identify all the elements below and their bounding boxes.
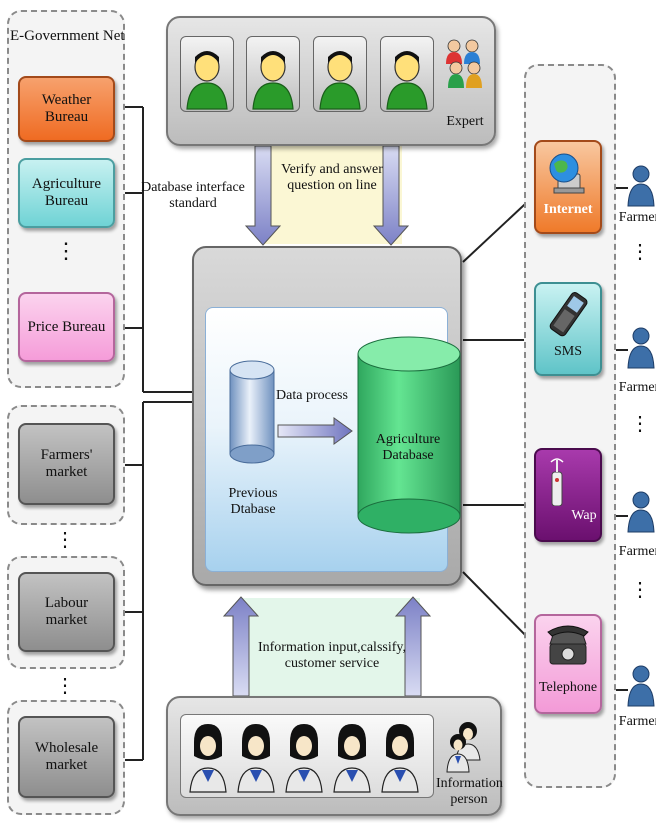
db-interface-label: Database interface standard — [141, 180, 245, 211]
expert-tile-4[interactable] — [380, 36, 434, 112]
farmer-icon-1 — [627, 165, 655, 207]
markets-ellipsis-2: ⋮ — [55, 675, 75, 697]
sms-label: SMS — [553, 344, 583, 359]
sms-channel[interactable]: SMS — [534, 282, 602, 376]
weather-bureau-node[interactable]: Weather Bureau — [18, 76, 115, 142]
mobile-phone-icon — [549, 292, 588, 337]
farmer-ellipsis-1: ⋮ — [630, 241, 650, 263]
agriculture-database-icon[interactable] — [356, 336, 462, 536]
info-person-label: Information person — [436, 776, 503, 807]
expert-person-icon — [386, 51, 428, 110]
verify-label: Verify and answer question on line — [281, 162, 383, 193]
expert-tile-1[interactable] — [180, 36, 234, 112]
labour-market-node[interactable]: Labour market — [18, 572, 115, 652]
info-person-group-icon — [446, 722, 481, 773]
expert-person-icon — [319, 51, 361, 110]
telephone-icon — [547, 625, 589, 665]
farmer-label-1: Farmer — [618, 210, 656, 225]
telephone-channel[interactable]: Telephone — [534, 614, 602, 714]
expert-person-icon — [252, 51, 294, 110]
expert-group-icon — [446, 39, 482, 88]
farmers-market-node[interactable]: Farmers' market — [18, 423, 115, 505]
expert-label: Expert — [446, 114, 484, 129]
price-bureau-node[interactable]: Price Bureau — [18, 292, 115, 362]
agriculture-database-label: Agriculture Database — [375, 432, 441, 463]
markets-ellipsis-1: ⋮ — [55, 529, 75, 551]
internet-label: Internet — [543, 202, 593, 217]
farmer-icon-2 — [627, 327, 655, 369]
previous-database-label: Previous Dtabase — [228, 486, 278, 517]
farmer-ellipsis-3: ⋮ — [630, 579, 650, 601]
wap-antenna-icon — [550, 458, 564, 506]
previous-database-icon[interactable] — [228, 360, 276, 464]
wap-label: Wap — [571, 508, 597, 523]
expert-tile-2[interactable] — [246, 36, 300, 112]
info-input-label: Information input,calssify, customer ser… — [257, 640, 406, 671]
farmer-label-2: Farmer — [618, 380, 656, 395]
data-process-arrow — [277, 417, 353, 445]
telephone-label: Telephone — [538, 680, 598, 695]
agriculture-bureau-node[interactable]: Agriculture Bureau — [18, 158, 115, 228]
farmer-icon-4 — [627, 665, 655, 707]
internet-channel[interactable]: Internet — [534, 140, 602, 234]
egov-net-title: E-Government Net — [10, 28, 125, 44]
expert-tile-3[interactable] — [313, 36, 367, 112]
wholesale-market-node[interactable]: Wholesale market — [18, 716, 115, 798]
wap-channel[interactable]: Wap — [534, 448, 602, 542]
egov-ellipsis: ⋮ — [55, 238, 77, 263]
farmer-ellipsis-2: ⋮ — [630, 413, 650, 435]
farmer-label-3: Farmer — [618, 544, 656, 559]
farmer-icon-3 — [627, 491, 655, 533]
farmer-label-4: Farmer — [618, 714, 656, 729]
internet-globe-icon — [549, 153, 585, 194]
expert-person-icon — [186, 51, 228, 110]
info-person-icons — [189, 724, 419, 793]
data-process-label: Data process — [276, 388, 348, 403]
